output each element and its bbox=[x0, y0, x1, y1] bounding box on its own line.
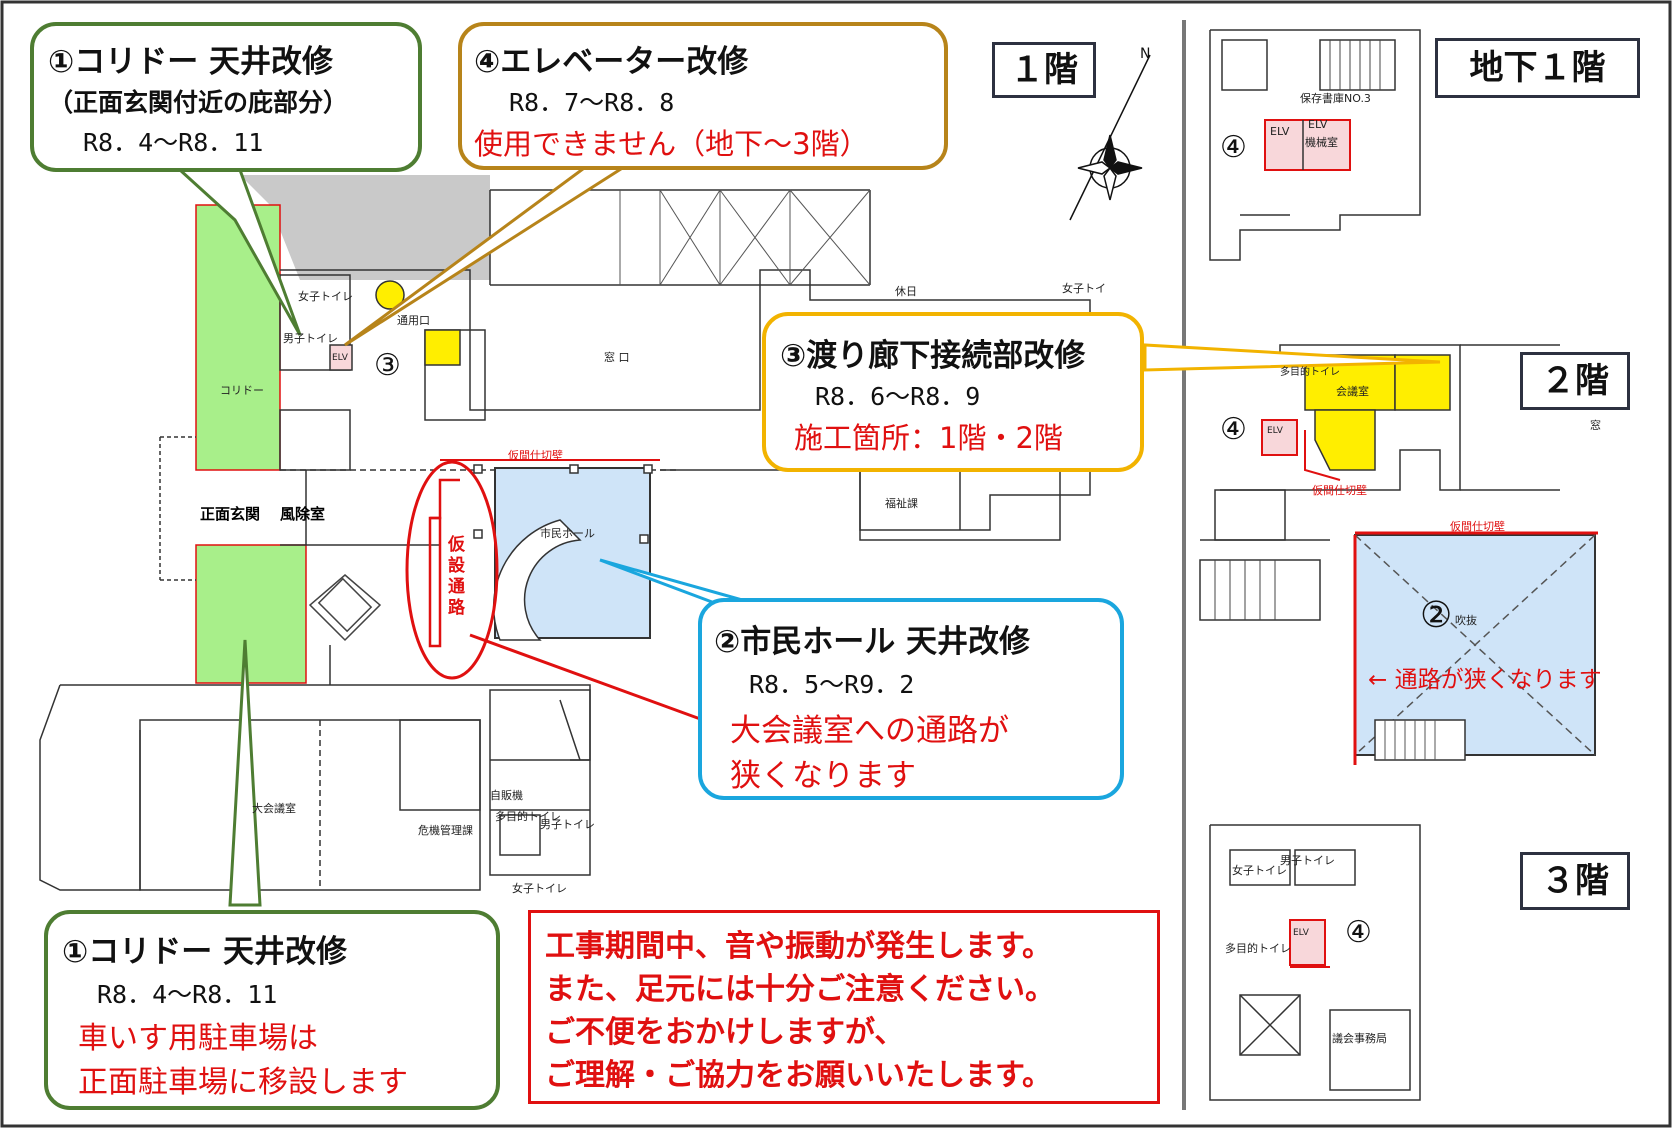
floor3-plan bbox=[1209, 824, 1421, 1101]
floor1-plan bbox=[39, 175, 1091, 891]
callout-bridge-note: 施工箇所：1階・2階 bbox=[794, 421, 1063, 455]
callout-hall-dates: R8．5～R9．2 bbox=[749, 670, 915, 699]
label-elv-3f: ELV bbox=[1293, 928, 1309, 938]
label-temp-passage: 仮設通路 bbox=[448, 535, 465, 618]
callout-corridor-bottom-dates: R8．4～R8．11 bbox=[97, 980, 278, 1009]
floor-label-b1: 地下１階 bbox=[1435, 38, 1640, 98]
callout-corridor-top: ①コリドー 天井改修 （正面玄関付近の庇部分） R8．4～R8．11 bbox=[30, 22, 422, 172]
label-womens-toilet2: 女子トイレ bbox=[512, 882, 567, 895]
label-service-entrance: 通用口 bbox=[397, 314, 430, 327]
svg-text:N: N bbox=[1140, 46, 1150, 62]
callout-hall: ②市民ホール 天井改修 R8．5～R9．2 大会議室への通路が 狭くなります bbox=[698, 598, 1124, 800]
label-assembly-office: 議会事務局 bbox=[1332, 1032, 1387, 1045]
temp-passage-ellipse bbox=[405, 460, 499, 680]
floor2-plan bbox=[1199, 344, 1598, 765]
corridor-area-bottom bbox=[195, 544, 307, 684]
callout-hall-title: ②市民ホール 天井改修 bbox=[714, 624, 1031, 660]
callout-corridor-bottom-title: ①コリドー 天井改修 bbox=[62, 934, 348, 970]
marker-elevator-2f: ④ bbox=[1220, 412, 1247, 447]
label-womens-3f: 女子トイレ bbox=[1232, 864, 1287, 877]
callout-elevator-title: ④エレベーター改修 bbox=[474, 44, 749, 80]
label-large-conf: 大会議室 bbox=[252, 802, 296, 815]
callout-bridge-dates: R8．6～R8．9 bbox=[815, 382, 981, 411]
label-main-entrance: 正面玄関 bbox=[200, 505, 261, 523]
label-civic-hall: 市民ホール bbox=[540, 527, 595, 540]
label-partition-2f-b: 仮間仕切壁 bbox=[1450, 520, 1505, 533]
floor-label-3f: ３階 bbox=[1520, 852, 1630, 910]
marker-bridge-1f: ③ bbox=[374, 348, 401, 383]
label-mens-toilet2: 男子トイレ bbox=[540, 818, 595, 831]
label-machine-room: 機械室 bbox=[1305, 136, 1338, 149]
corridor-bottom-tail bbox=[228, 639, 262, 907]
label-mens-toilet: 男子トイレ bbox=[283, 332, 338, 345]
callout-corridor-bottom-note1: 車いす用駐車場は bbox=[78, 1021, 318, 1056]
label-welfare: 福祉課 bbox=[885, 497, 918, 510]
label-vending: 自販機 bbox=[490, 789, 523, 802]
callout-corridor-top-dates: R8．4～R8．11 bbox=[83, 128, 264, 157]
callout-corridor-top-subtitle: （正面玄関付近の庇部分） bbox=[48, 88, 349, 117]
bridge-tail bbox=[1143, 343, 1441, 372]
label-crisis-mgmt: 危機管理課 bbox=[418, 824, 473, 837]
notice-line-3: ご不便をおかけしますが、 bbox=[545, 1015, 905, 1050]
label-corridor: コリドー bbox=[220, 384, 264, 397]
label-window: 窓 口 bbox=[604, 351, 630, 364]
label-elv-b1-machine: ELV bbox=[1308, 118, 1328, 131]
callout-hall-note1: 大会議室への通路が bbox=[730, 713, 1009, 749]
label-window-2f: 窓 bbox=[1590, 419, 1601, 432]
marker-hall-2f: ② bbox=[1420, 595, 1453, 636]
compass-icon: N bbox=[1069, 46, 1151, 221]
callout-elevator: ④エレベーター改修 R8．7～R8．8 使用できません（地下～3階） bbox=[458, 22, 948, 170]
marker-elevator-3f: ④ bbox=[1345, 915, 1372, 950]
label-mens-3f: 男子トイレ bbox=[1280, 854, 1335, 867]
callout-corridor-bottom-note2: 正面駐車場に移設します bbox=[78, 1065, 408, 1100]
callout-corridor-bottom: ①コリドー 天井改修 R8．4～R8．11 車いす用駐車場は 正面駐車場に移設し… bbox=[44, 910, 500, 1110]
notice-line-2: また、足元には十分ご注意ください。 bbox=[545, 972, 1055, 1007]
label-elv-b1: ELV bbox=[1270, 125, 1290, 138]
label-womens-toilet: 女子トイレ bbox=[298, 290, 353, 303]
notice-line-1: 工事期間中、音や振動が発生します。 bbox=[545, 929, 1052, 964]
label-elv-1f: ELV bbox=[332, 353, 348, 363]
label-female-top: 女子トイ bbox=[1062, 282, 1106, 295]
label-windbreak: 風除室 bbox=[280, 505, 326, 523]
label-multipurpose-3f: 多目的トイレ bbox=[1225, 942, 1291, 955]
callout-elevator-dates: R8．7～R8．8 bbox=[509, 88, 675, 117]
label-temp-partition-1f: 仮間仕切壁 bbox=[508, 449, 563, 462]
floor-b1-plan bbox=[1209, 29, 1421, 261]
label-narrow-passage: ← 通路が狭くなります bbox=[1368, 667, 1602, 693]
callout-elevator-note: 使用できません（地下～3階） bbox=[474, 127, 869, 161]
label-atrium: 吹抜 bbox=[1455, 614, 1477, 627]
label-archive: 保存書庫NO.3 bbox=[1300, 92, 1371, 105]
callout-corridor-top-title: ①コリドー 天井改修 bbox=[48, 44, 334, 80]
floor-label-2f: ２階 bbox=[1520, 352, 1630, 410]
label-rest: 休日 bbox=[895, 285, 917, 298]
notice-box: 工事期間中、音や振動が発生します。 また、足元には十分ご注意ください。 ご不便を… bbox=[528, 910, 1160, 1104]
label-partition-2f: 仮間仕切壁 bbox=[1312, 484, 1367, 497]
marker-elevator-b1: ④ bbox=[1220, 130, 1247, 165]
callout-bridge-title: ③渡り廊下接続部改修 bbox=[780, 338, 1086, 374]
label-elv-2f: ELV bbox=[1267, 426, 1283, 436]
callout-hall-note2: 狭くなります bbox=[730, 758, 916, 794]
callout-bridge: ③渡り廊下接続部改修 R8．6～R8．9 施工箇所：1階・2階 bbox=[762, 312, 1144, 472]
label-multipurpose-1f: 多目的トイレ bbox=[495, 810, 561, 823]
notice-line-4: ご理解・ご協力をお願いいたします。 bbox=[545, 1058, 1052, 1093]
label-conference: 会議室 bbox=[1336, 385, 1369, 398]
label-multipurpose-2f: 多目的トイレ bbox=[1280, 367, 1340, 378]
floor-label-1f: １階 bbox=[992, 42, 1096, 98]
